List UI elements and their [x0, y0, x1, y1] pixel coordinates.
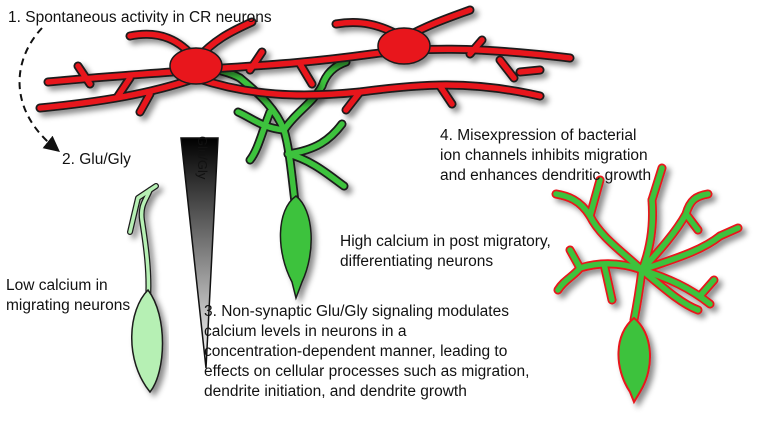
step4-line: 4. Misexpression of bacterial	[440, 127, 637, 144]
step3-line: concentration-dependent manner, leading …	[204, 343, 508, 360]
step1-label: 1. Spontaneous activity in CR neurons	[8, 9, 272, 26]
step3-line: dendrite initiation, and dendrite growth	[204, 383, 467, 400]
low-calcium-line: Low calcium in	[6, 277, 108, 294]
cr-neurons	[35, 5, 575, 117]
glu-gly-gradient-wedge	[180, 137, 219, 369]
step4-line: and enhances dendritic growth	[440, 167, 652, 184]
step3-label: 3. Non-synaptic Glu/Gly signaling modula…	[204, 302, 529, 402]
step3-line: effects on cellular processes such as mi…	[204, 363, 530, 380]
low-calcium-label: Low calcium in migrating neurons	[6, 276, 130, 316]
gradient-label: Glu/Gly	[195, 136, 210, 180]
step4-line: ion channels inhibits migration	[440, 147, 648, 164]
step3-line: calcium levels in neurons in a	[204, 323, 407, 340]
dashed-arrow	[18, 27, 60, 153]
low-calcium-line: migrating neurons	[6, 297, 131, 314]
high-calcium-line: differentiating neurons	[340, 253, 494, 270]
high-calcium-line: High calcium in post migratory,	[340, 233, 551, 250]
misexpressing-neuron	[551, 163, 743, 405]
step2-label: 2. Glu/Gly	[62, 151, 131, 168]
high-calcium-label: High calcium in post migratory, differen…	[340, 232, 551, 272]
step4-label: 4. Misexpression of bacterial ion channe…	[440, 126, 651, 186]
step3-line: 3. Non-synaptic Glu/Gly signaling modula…	[204, 303, 509, 320]
migrating-neuron	[127, 183, 164, 394]
